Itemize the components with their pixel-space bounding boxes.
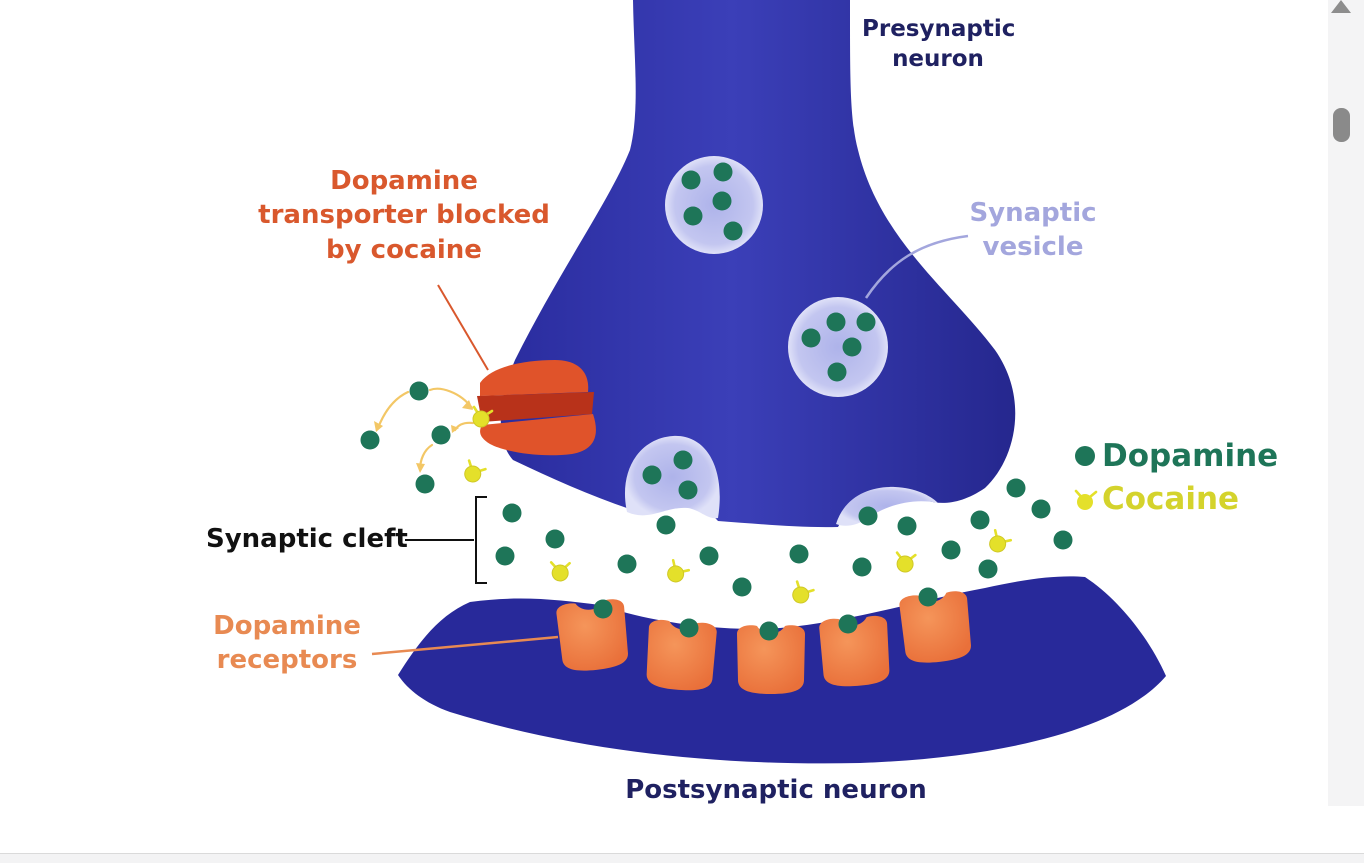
dopamine-receptors	[556, 591, 971, 694]
bottom-window-edge	[0, 853, 1364, 863]
scroll-up-arrow-icon[interactable]	[1331, 0, 1351, 13]
cocaine-molecule	[895, 551, 917, 573]
dopamine-molecule	[431, 425, 451, 445]
presynaptic-label-line: neuron	[892, 46, 984, 73]
dopamine-molecule	[978, 559, 998, 579]
dopamine-molecule	[683, 206, 703, 226]
synapse-diagram: Presynaptic neuron Dopamine transporter …	[205, 0, 1300, 805]
dopamine-molecule	[1006, 478, 1026, 498]
dopamine-receptor	[819, 615, 890, 687]
dopamine-molecule	[699, 546, 719, 566]
presynaptic-neuron-label: Presynaptic neuron	[862, 14, 1016, 75]
cocaine-molecules	[464, 405, 1013, 604]
dopamine-molecule	[842, 337, 862, 357]
dopamine-receptors-label: Dopamine receptors	[205, 609, 369, 678]
dopamine-molecule	[759, 621, 779, 641]
legend: Dopamine Cocaine	[1070, 436, 1300, 522]
dopamine-molecule	[415, 474, 435, 494]
dopamine-receptor	[899, 591, 971, 663]
legend-cocaine-label: Cocaine	[1102, 481, 1240, 517]
dopamine-molecule	[713, 162, 733, 182]
synaptic-cleft-label: Synaptic cleft	[206, 524, 408, 554]
dopamine-molecule	[712, 191, 732, 211]
postsynaptic-neuron-label: Postsynaptic neuron	[625, 775, 927, 805]
vesicle-label-line: Synaptic	[969, 198, 1097, 228]
synaptic-vesicle	[788, 297, 888, 397]
cocaine-molecule	[989, 528, 1013, 553]
transporter-leader-line	[437, 284, 489, 371]
dopamine-transporter	[477, 360, 596, 456]
dopamine-molecule	[1031, 499, 1051, 519]
transporter-label-line: transporter blocked	[258, 200, 550, 231]
dopamine-molecule	[897, 516, 917, 536]
dopamine-molecule	[970, 510, 990, 530]
transporter-label: Dopamine transporter blocked by cocaine	[254, 164, 554, 267]
dopamine-molecule	[918, 587, 938, 607]
leader-lines	[371, 234, 969, 656]
presynaptic-neuron-body	[500, 0, 1016, 528]
dopamine-molecule	[732, 577, 752, 597]
vesicle-leader-line	[864, 234, 969, 299]
cocaine-molecule	[549, 561, 571, 582]
dopamine-molecule	[838, 614, 858, 634]
dopamine-molecule	[789, 544, 809, 564]
reuptake-arrows	[376, 387, 475, 472]
dopamine-molecule	[360, 430, 380, 450]
dopamine-molecule	[409, 381, 429, 401]
cocaine-molecule	[464, 459, 487, 483]
dopamine-molecule	[827, 362, 847, 382]
dopamine-molecule	[673, 450, 693, 470]
legend-dopamine-label: Dopamine	[1102, 438, 1279, 474]
synaptic-vesicle-fusing	[624, 435, 720, 519]
presynaptic-label-line: Presynaptic	[862, 16, 1016, 42]
dopamine-molecule	[801, 328, 821, 348]
dopamine-molecule	[545, 529, 565, 549]
dopamine-molecule	[502, 503, 522, 523]
cocaine-molecule	[667, 558, 691, 583]
dopamine-molecule	[858, 506, 878, 526]
dopamine-molecule	[593, 599, 613, 619]
cocaine-molecule-icon	[1074, 489, 1098, 510]
scrollbar-thumb[interactable]	[1333, 108, 1350, 142]
dopamine-molecule	[656, 515, 676, 535]
receptors-label-line: receptors	[216, 645, 358, 676]
cocaine-molecule	[792, 580, 815, 604]
dopamine-molecule	[1053, 530, 1073, 550]
dopamine-molecule	[679, 618, 699, 638]
dopamine-molecule	[642, 465, 662, 485]
dopamine-molecule	[723, 221, 743, 241]
dopamine-molecule	[495, 546, 515, 566]
transporter-label-line: by cocaine	[326, 234, 482, 265]
transporter-label-line: Dopamine	[330, 166, 478, 196]
dopamine-molecule	[617, 554, 637, 574]
receptor-leader-line	[371, 635, 559, 656]
dopamine-receptor	[737, 625, 805, 694]
dopamine-molecule	[941, 540, 961, 560]
synaptic-cleft-bracket	[475, 496, 487, 584]
dopamine-molecule-icon	[1075, 446, 1095, 466]
receptors-label-line: Dopamine	[213, 611, 361, 641]
dopamine-molecule	[678, 480, 698, 500]
dopamine-molecule	[852, 557, 872, 577]
vesicle-label-line: vesicle	[982, 232, 1084, 263]
dopamine-receptor	[556, 599, 628, 671]
dopamine-molecule	[856, 312, 876, 332]
dopamine-receptor	[646, 619, 717, 691]
dopamine-molecules	[360, 162, 1073, 641]
cocaine-molecule	[472, 405, 494, 428]
dopamine-molecule	[826, 312, 846, 332]
synaptic-vesicle-label: Synaptic vesicle	[958, 196, 1108, 265]
synapse-illustration	[360, 0, 1166, 764]
dopamine-molecule	[681, 170, 701, 190]
arrowheads	[374, 400, 473, 473]
